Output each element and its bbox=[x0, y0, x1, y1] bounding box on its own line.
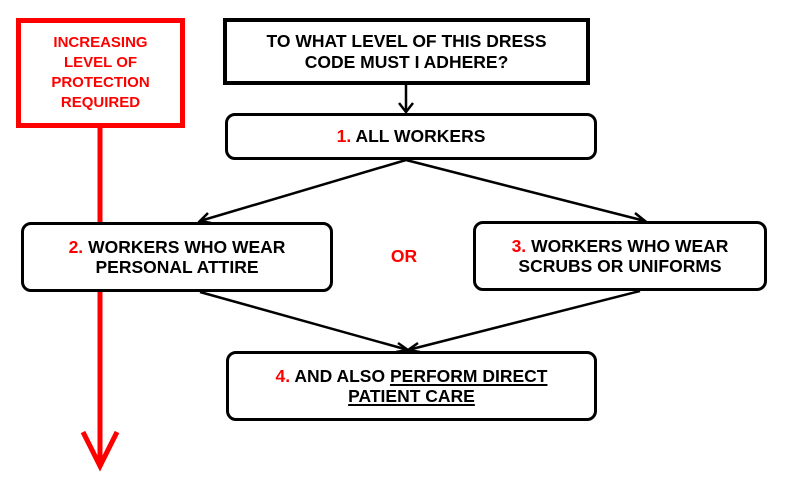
step-3-number: 3. bbox=[511, 235, 527, 256]
step-2-label-line-2: PERSONAL ATTIRE bbox=[95, 257, 259, 277]
step-personal-attire-box: 2. WORKERS WHO WEAR PERSONAL ATTIRE bbox=[21, 222, 333, 292]
or-label: OR bbox=[390, 246, 418, 266]
legend-line-1: INCREASING bbox=[53, 34, 148, 52]
increasing-protection-legend: INCREASING LEVEL OF PROTECTION REQUIRED bbox=[16, 18, 185, 128]
step-4-line-1: 4. AND ALSO PERFORM DIRECT bbox=[276, 366, 548, 386]
step-scrubs-uniforms-box: 3. WORKERS WHO WEAR SCRUBS OR UNIFORMS bbox=[473, 221, 767, 291]
protection-arrow-head bbox=[80, 430, 120, 472]
step-3-line-1: 3. WORKERS WHO WEAR bbox=[512, 236, 729, 256]
step-4-underlined-line-2: PATIENT CARE bbox=[348, 386, 475, 406]
arrow-personal-attire-to-direct-care bbox=[199, 290, 409, 352]
step-all-workers-text: 1. ALL WORKERS bbox=[337, 126, 486, 146]
step-4-underlined-line-1: PERFORM DIRECT bbox=[389, 365, 548, 386]
legend-line-3: PROTECTION bbox=[51, 74, 150, 91]
legend-line-2: LEVEL OF bbox=[63, 54, 138, 72]
arrow-all-workers-to-personal-attire bbox=[199, 158, 407, 223]
step-4-number: 4. bbox=[275, 365, 291, 386]
step-1-number: 1. bbox=[336, 126, 352, 147]
dress-code-question-box: TO WHAT LEVEL OF THIS DRESS CODE MUST I … bbox=[223, 18, 590, 85]
question-line-2: CODE MUST I ADHERE? bbox=[304, 51, 509, 72]
legend-line-4: REQUIRED bbox=[60, 93, 141, 111]
step-3-label-line-2: SCRUBS OR UNIFORMS bbox=[518, 256, 722, 276]
arrow-scrubs-to-direct-care bbox=[407, 289, 641, 352]
step-all-workers-box: 1. ALL WORKERS bbox=[225, 113, 597, 160]
step-2-line-1: 2. WORKERS WHO WEAR bbox=[69, 237, 286, 257]
step-4-prefix: AND ALSO bbox=[294, 365, 386, 386]
step-direct-care-box: 4. AND ALSO PERFORM DIRECT PATIENT CARE bbox=[226, 351, 597, 421]
step-2-label-line-1: WORKERS WHO WEAR bbox=[88, 236, 286, 257]
question-line-1: TO WHAT LEVEL OF THIS DRESS bbox=[266, 31, 547, 52]
step-2-number: 2. bbox=[68, 236, 84, 257]
step-3-label-line-1: WORKERS WHO WEAR bbox=[531, 235, 729, 256]
arrow-all-workers-to-scrubs bbox=[405, 158, 646, 223]
step-1-label: ALL WORKERS bbox=[355, 126, 486, 147]
